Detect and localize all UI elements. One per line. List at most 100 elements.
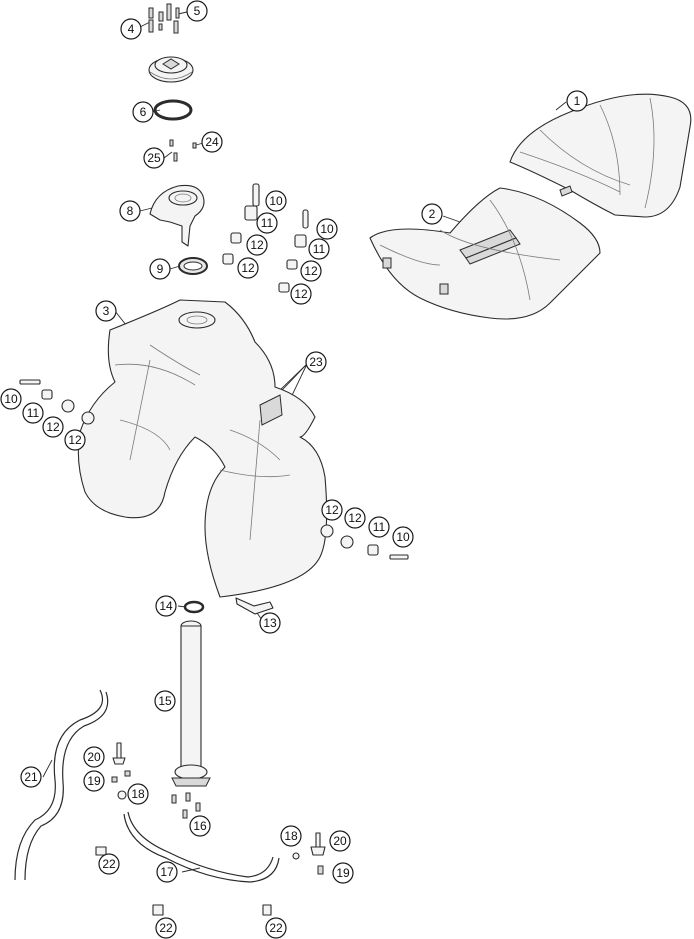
callout-14-label: 14 — [159, 599, 173, 613]
callout-3[interactable]: 3 — [95, 300, 117, 322]
callout-15[interactable]: 15 — [154, 690, 176, 712]
callout-12e-label: 12 — [46, 420, 60, 434]
callout-18a-label: 18 — [131, 787, 145, 801]
seal-14 — [183, 600, 205, 614]
bolts-bushings-left — [19, 379, 95, 425]
vent-hose-21 — [14, 689, 109, 881]
callout-12f-label: 12 — [68, 433, 82, 447]
callout-10a-label: 10 — [269, 194, 283, 208]
callout-12g[interactable]: 12 — [321, 499, 343, 521]
ring-9 — [178, 257, 208, 275]
callout-12a[interactable]: 12 — [246, 234, 268, 256]
callout-12b[interactable]: 12 — [237, 257, 259, 279]
callout-17[interactable]: 17 — [156, 861, 178, 883]
callout-12h-label: 12 — [348, 511, 362, 525]
callout-9-label: 9 — [157, 262, 164, 276]
callout-11d[interactable]: 11 — [368, 516, 390, 538]
fittings-left — [111, 742, 131, 800]
callout-9[interactable]: 9 — [149, 258, 171, 280]
callout-12a-label: 12 — [250, 238, 264, 252]
callout-18b-label: 18 — [284, 829, 298, 843]
callout-24-label: 24 — [205, 135, 219, 149]
callout-22a[interactable]: 22 — [98, 853, 120, 875]
callout-20b-label: 20 — [333, 834, 347, 848]
callout-22b-label: 22 — [159, 921, 173, 935]
callout-18a[interactable]: 18 — [127, 783, 149, 805]
callout-10a[interactable]: 10 — [265, 190, 287, 212]
bolts-bushings-upper — [222, 183, 309, 293]
callout-6-label: 6 — [140, 105, 147, 119]
callout-22a-label: 22 — [102, 857, 116, 871]
callout-11b[interactable]: 11 — [308, 238, 330, 260]
callout-12d[interactable]: 12 — [290, 283, 312, 305]
callout-11d-label: 11 — [373, 520, 386, 534]
callout-13[interactable]: 13 — [259, 612, 281, 634]
fuel-hose-17 — [123, 811, 280, 883]
callout-5-label: 5 — [194, 4, 201, 18]
callout-22b[interactable]: 22 — [155, 917, 177, 939]
callout-12f[interactable]: 12 — [64, 429, 86, 451]
callout-4[interactable]: 4 — [120, 18, 142, 40]
callout-21[interactable]: 21 — [20, 766, 42, 788]
screws-24-25 — [169, 139, 197, 162]
callout-2-label: 2 — [429, 207, 436, 221]
o-ring-6 — [153, 99, 193, 121]
callout-25-label: 25 — [147, 151, 161, 165]
callout-19a[interactable]: 19 — [83, 770, 105, 792]
callout-8-label: 8 — [127, 204, 134, 218]
callout-12d-label: 12 — [294, 287, 308, 301]
callout-11c-label: 11 — [27, 406, 40, 420]
callout-12e[interactable]: 12 — [42, 416, 64, 438]
callout-25[interactable]: 25 — [143, 147, 165, 169]
callout-22c-label: 22 — [269, 921, 283, 935]
callout-2[interactable]: 2 — [421, 203, 443, 225]
callout-12c-label: 12 — [304, 264, 318, 278]
callout-10c-label: 10 — [4, 392, 18, 406]
callout-6[interactable]: 6 — [132, 101, 154, 123]
callout-11b-label: 11 — [313, 242, 326, 256]
rear-seat-1 — [509, 93, 692, 218]
callout-10b[interactable]: 10 — [316, 218, 338, 240]
callout-16[interactable]: 16 — [189, 815, 211, 837]
callout-20a[interactable]: 20 — [83, 746, 105, 768]
callout-12b-label: 12 — [241, 261, 255, 275]
callout-21-label: 21 — [24, 770, 38, 784]
callout-11a-label: 11 — [261, 216, 274, 230]
callout-10b-label: 10 — [320, 222, 334, 236]
callouts: 1 2 3 4 5 6 8 9 10 10 10 — [0, 0, 588, 939]
callout-19b[interactable]: 19 — [332, 862, 354, 884]
bracket-13 — [235, 597, 274, 615]
callout-23-label: 23 — [309, 355, 323, 369]
callout-16-label: 16 — [193, 819, 207, 833]
callout-13-label: 13 — [263, 616, 277, 630]
filler-bracket-8 — [149, 184, 205, 247]
callout-1[interactable]: 1 — [566, 90, 588, 112]
callout-23[interactable]: 23 — [305, 351, 327, 373]
callout-19b-label: 19 — [336, 866, 350, 880]
callout-15-label: 15 — [158, 694, 172, 708]
fuel-tank-3 — [77, 299, 328, 598]
callout-20a-label: 20 — [87, 750, 101, 764]
callout-10c[interactable]: 10 — [0, 388, 22, 410]
callout-11a[interactable]: 11 — [256, 212, 278, 234]
callout-17-label: 17 — [160, 865, 174, 879]
callout-24[interactable]: 24 — [201, 131, 223, 153]
callout-12c[interactable]: 12 — [300, 260, 322, 282]
screws-16 — [171, 792, 201, 819]
callout-10d[interactable]: 10 — [392, 526, 414, 548]
callout-11c[interactable]: 11 — [22, 402, 44, 424]
callout-20b[interactable]: 20 — [329, 830, 351, 852]
clamps-22 — [95, 846, 272, 916]
callout-5[interactable]: 5 — [186, 0, 208, 22]
callout-12g-label: 12 — [325, 503, 339, 517]
callout-8[interactable]: 8 — [119, 200, 141, 222]
front-seat-2 — [369, 187, 601, 320]
callout-14[interactable]: 14 — [155, 595, 177, 617]
fuel-cap — [148, 56, 194, 83]
callout-18b[interactable]: 18 — [280, 825, 302, 847]
callout-12h[interactable]: 12 — [344, 507, 366, 529]
fittings-right — [292, 832, 326, 875]
screws-4-5 — [148, 3, 180, 34]
callout-22c[interactable]: 22 — [265, 917, 287, 939]
